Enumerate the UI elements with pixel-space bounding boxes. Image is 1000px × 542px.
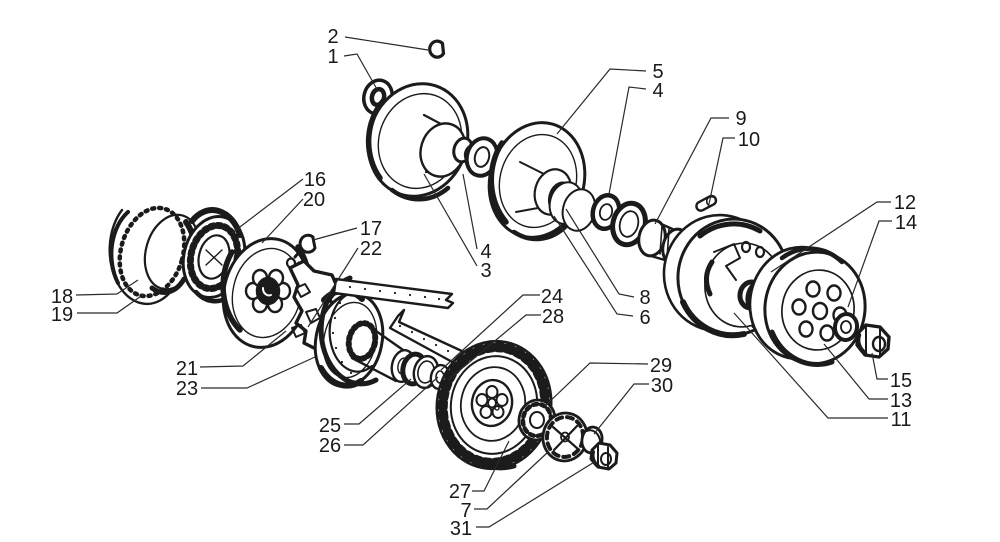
callout-label-29-24: 29 (650, 355, 672, 377)
leader-line-26-23 (344, 376, 439, 446)
callout-label-16-8: 16 (304, 169, 326, 191)
part-nut-end (589, 441, 619, 471)
leader-line-14-7 (847, 220, 892, 308)
callout-label-6-17: 6 (639, 307, 650, 329)
leader-line-31-31 (476, 460, 597, 528)
leader-line-2-0 (344, 36, 429, 51)
callout-label-20-9: 20 (303, 189, 325, 211)
callout-label-27-29: 27 (449, 481, 471, 503)
leader-line-23-21 (201, 356, 316, 389)
callout-label-14-7: 14 (895, 212, 917, 234)
callout-layer: 2154910121416201722181943862428212325262… (51, 26, 917, 540)
callout-label-18-12: 18 (51, 286, 73, 308)
part-nut-crankshaft (855, 323, 891, 359)
callout-label-15-26: 15 (890, 370, 912, 392)
callout-label-2-0: 2 (327, 26, 338, 48)
leader-line-5-2 (556, 68, 647, 135)
leader-line-8-16 (565, 208, 635, 298)
callout-label-8-16: 8 (639, 287, 650, 309)
leader-line-4-3 (608, 86, 647, 195)
leader-line-18-12 (75, 279, 139, 296)
part-roller-pin (695, 194, 718, 212)
callout-label-13-27: 13 (890, 390, 912, 412)
leader-line-13-27 (823, 343, 888, 400)
leader-line-30-25 (593, 383, 649, 435)
leader-line-28-19 (447, 314, 541, 381)
leader-line-4-14 (462, 173, 478, 250)
leader-line-12-6 (770, 201, 891, 273)
leader-line-6-17 (553, 215, 634, 317)
leader-line-25-22 (344, 378, 412, 425)
part-clip-lower (293, 233, 317, 259)
callout-label-25-22: 25 (319, 415, 341, 437)
callout-label-4-14: 4 (480, 241, 491, 263)
leader-line-17-10 (312, 227, 358, 241)
callout-label-4-3: 4 (652, 80, 663, 102)
leader-line-19-13 (77, 293, 145, 314)
callout-label-19-13: 19 (51, 304, 73, 326)
leader-line-16-8 (231, 178, 304, 234)
leader-line-11-28 (733, 312, 888, 419)
callout-label-28-19: 28 (542, 306, 564, 328)
callout-label-23-21: 23 (176, 378, 198, 400)
leader-line-22-11 (307, 247, 359, 328)
callout-label-10-5: 10 (738, 129, 760, 151)
leader-line-27-29 (472, 440, 510, 492)
callout-label-5-2: 5 (652, 61, 663, 83)
part-washer-seal (590, 192, 648, 248)
diagram-artwork (108, 39, 891, 471)
part-washer-end (832, 312, 860, 342)
leader-line-21-20 (199, 330, 287, 368)
callout-label-26-23: 26 (319, 435, 341, 457)
part-clip-top (428, 39, 446, 59)
callout-label-21-20: 21 (176, 358, 198, 380)
part-spring-seat-star (244, 257, 306, 314)
part-fan-pulley (435, 339, 553, 471)
leader-line-10-5 (708, 137, 735, 205)
callout-label-31-31: 31 (450, 518, 472, 540)
leader-line-9-4 (654, 117, 729, 225)
callout-label-9-4: 9 (735, 108, 746, 130)
part-fixed-drive-pulley (365, 82, 481, 202)
leader-line-24-18 (440, 294, 540, 371)
part-bearing-front (464, 136, 500, 178)
callout-label-12-6: 12 (894, 192, 916, 214)
callout-label-3-15: 3 (480, 260, 491, 282)
leader-line-7-30 (474, 451, 549, 510)
callout-label-30-25: 30 (651, 375, 673, 397)
callout-label-17-10: 17 (360, 218, 382, 240)
leader-line-20-9 (261, 198, 304, 244)
callout-label-7-30: 7 (460, 500, 471, 522)
callout-label-11-28: 11 (891, 409, 912, 431)
callout-label-1-1: 1 (327, 46, 338, 68)
part-o-rings (548, 181, 597, 232)
leader-line-15-26 (871, 352, 888, 380)
callout-label-24-18: 24 (541, 286, 563, 308)
leader-line-3-15 (423, 173, 478, 267)
leader-line-29-24 (544, 362, 649, 407)
callout-label-22-11: 22 (360, 238, 382, 260)
leader-line-1-1 (343, 53, 379, 92)
